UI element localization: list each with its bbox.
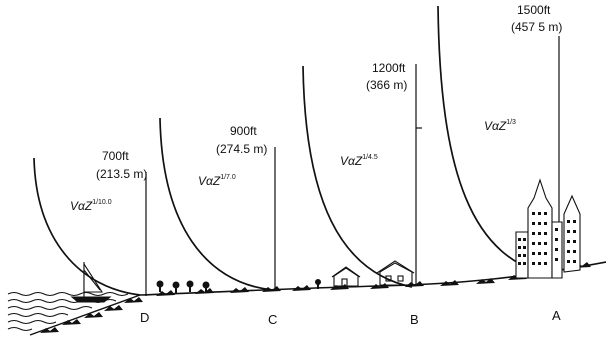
point-label-c: C (268, 312, 277, 327)
point-label-b: B (410, 312, 419, 327)
height-ft-a: 1500ft (517, 3, 551, 17)
shrubs (40, 262, 591, 333)
height-ft-d: 700ft (102, 149, 129, 163)
small-trees (156, 279, 321, 293)
sea-waves (7, 292, 129, 331)
power-law-d: VαZ1/10.0 (70, 199, 112, 213)
profile-curve-d (33, 157, 141, 296)
height-ft-b: 1200ft (372, 61, 406, 75)
height-m-d: (213.5 m) (96, 167, 147, 181)
height-m-b: (366 m) (366, 78, 407, 92)
height-m-c: (274.5 m) (216, 142, 267, 156)
power-law-b: VαZ1/4.5 (340, 154, 378, 168)
point-label-d: D (140, 310, 149, 325)
point-label-a: A (552, 308, 561, 323)
sea-shore-slope (29, 294, 141, 336)
profile-curve-b (302, 65, 413, 288)
sailboat-icon (70, 262, 112, 303)
city-buildings-icon (515, 178, 581, 279)
height-ft-c: 900ft (230, 124, 257, 138)
profile-curve-c (159, 117, 273, 291)
houses-icon (331, 260, 415, 287)
height-m-a: (457 5 m) (511, 20, 562, 34)
power-law-c: VαZ1/7.0 (198, 174, 236, 188)
power-law-a: VαZ1/3 (484, 119, 516, 133)
